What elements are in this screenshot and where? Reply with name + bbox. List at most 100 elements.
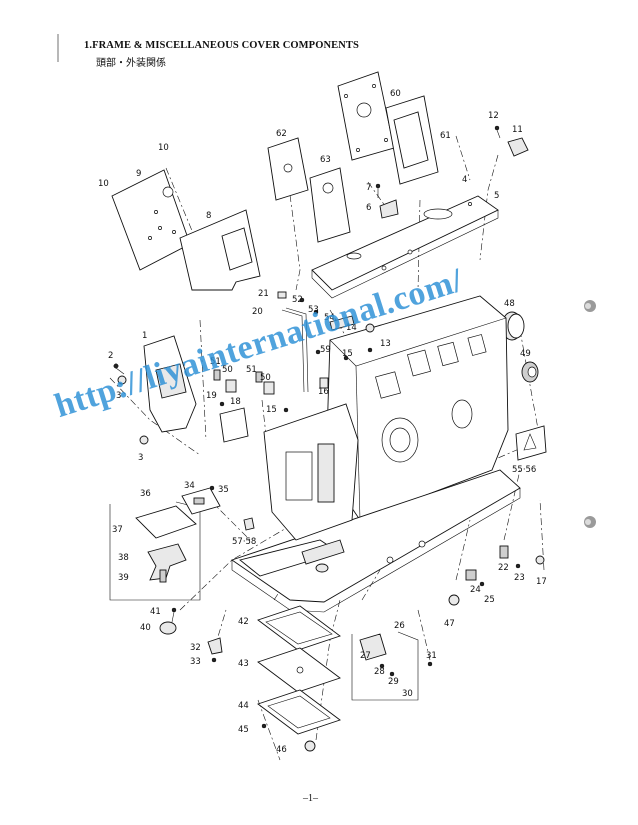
- part-label: 11: [512, 125, 523, 135]
- part-label: 59: [320, 345, 331, 355]
- part-label: 40: [140, 623, 151, 633]
- part-label: 45: [238, 725, 249, 735]
- main-frame-casting: [325, 295, 509, 521]
- cover-gasket-8: [179, 209, 261, 291]
- part-labels: 1 2 3 3 4 5 6 7 8 9 10 10 11 12 13 14 15…: [98, 89, 547, 755]
- part-label: 49: [520, 349, 531, 359]
- part-label: 15: [342, 349, 353, 359]
- warning-label-55-56: [515, 425, 547, 461]
- part-label: 22: [498, 563, 509, 573]
- part-label: 33: [190, 657, 201, 667]
- part-label: 37: [112, 525, 123, 535]
- part-label: 1: [142, 331, 147, 341]
- cover-plate-62: [267, 137, 309, 201]
- part-label: 60: [390, 89, 401, 99]
- part-label: 17: [536, 577, 547, 587]
- part-label: 50: [260, 373, 271, 383]
- part-label: 15: [266, 405, 277, 415]
- part-label: 51: [246, 365, 257, 375]
- page-title: 1.FRAME & MISCELLANEOUS COVER COMPONENTS: [84, 40, 359, 51]
- part-label: 62: [276, 129, 287, 139]
- bottom-cover-44: [257, 689, 341, 752]
- part-label: 29: [388, 677, 399, 687]
- cable-clip-57-58: [243, 517, 255, 531]
- right-small-parts: [301, 539, 545, 606]
- throat-plate-34: [181, 485, 221, 515]
- part-label: 18: [230, 397, 241, 407]
- part-group-box-26: [351, 631, 433, 701]
- part-label: 8: [206, 211, 211, 221]
- bottom-cover-43: [257, 647, 341, 693]
- part-label: 2: [108, 351, 113, 361]
- part-label: 10: [158, 143, 169, 153]
- part-label: 63: [320, 155, 331, 165]
- part-label: 5: [494, 191, 499, 201]
- part-label: 6: [366, 203, 371, 213]
- part-label: 38: [118, 553, 129, 563]
- part-label: 12: [488, 111, 499, 121]
- part-label: 54: [324, 313, 335, 323]
- bracket-32: [207, 637, 223, 663]
- part-label: 26: [394, 621, 405, 631]
- part-label: 3: [116, 391, 121, 401]
- part-label: 57·58: [232, 537, 256, 547]
- part-label: 52: [292, 295, 303, 305]
- part-label: 41: [150, 607, 161, 617]
- part-label: 35: [218, 485, 229, 495]
- part-label: 19: [206, 391, 217, 401]
- page-subtitle: 頭部・外装関係: [96, 58, 166, 69]
- part-label: 27: [360, 651, 371, 661]
- part-label: 44: [238, 701, 249, 711]
- part-label: 3: [138, 453, 143, 463]
- head-front-section: [239, 403, 359, 577]
- part-label: 7: [366, 183, 371, 193]
- part-label: 25: [484, 595, 495, 605]
- part-group-box-36: [109, 501, 201, 601]
- part-label: 47: [444, 619, 455, 629]
- part-label: 20: [252, 307, 263, 317]
- page-number: –1–: [303, 793, 318, 804]
- part-label: 10: [98, 179, 109, 189]
- small-parts-cluster: [213, 297, 375, 443]
- part-label: 4: [462, 175, 467, 185]
- part-label: 36: [140, 489, 151, 499]
- part-label: 43: [238, 659, 249, 669]
- lifter-rod-20: [277, 291, 309, 393]
- part-label: 50: [222, 365, 233, 375]
- part-label: 39: [118, 573, 129, 583]
- part-label: 48: [504, 299, 515, 309]
- part-label: 21: [258, 289, 269, 299]
- part-label: 30: [402, 689, 413, 699]
- part-label: 53: [308, 305, 319, 315]
- bobbin-winder-40: [159, 607, 177, 635]
- rubber-plug-49: [521, 361, 539, 383]
- cover-plate-60: [337, 71, 395, 161]
- part-label: 46: [276, 745, 287, 755]
- part-label: 16: [318, 387, 329, 397]
- part-label: 61: [440, 131, 451, 141]
- cover-plate-63: [309, 167, 351, 243]
- part-label: 51: [210, 357, 221, 367]
- oil-cap-11: [494, 125, 529, 157]
- part-label: 14: [346, 323, 357, 333]
- bottom-cover-42: [257, 605, 341, 651]
- part-label: 13: [380, 339, 391, 349]
- part-label: 9: [136, 169, 141, 179]
- cover-gasket-61: [385, 95, 439, 185]
- cover-plate-9: [111, 169, 191, 271]
- part-label: 23: [514, 573, 525, 583]
- part-label: 55·56: [512, 465, 536, 475]
- face-plate-1: [113, 335, 197, 445]
- part-label: 24: [470, 585, 481, 595]
- part-label: 42: [238, 617, 249, 627]
- part-label: 32: [190, 643, 201, 653]
- top-cover-4: [311, 195, 499, 299]
- part-label: 31: [426, 651, 437, 661]
- part-label: 28: [374, 667, 385, 677]
- binder-holes: [584, 300, 596, 528]
- bracket-6: [375, 183, 399, 219]
- part-label: 34: [184, 481, 195, 491]
- pulley-cover-48: [501, 311, 525, 341]
